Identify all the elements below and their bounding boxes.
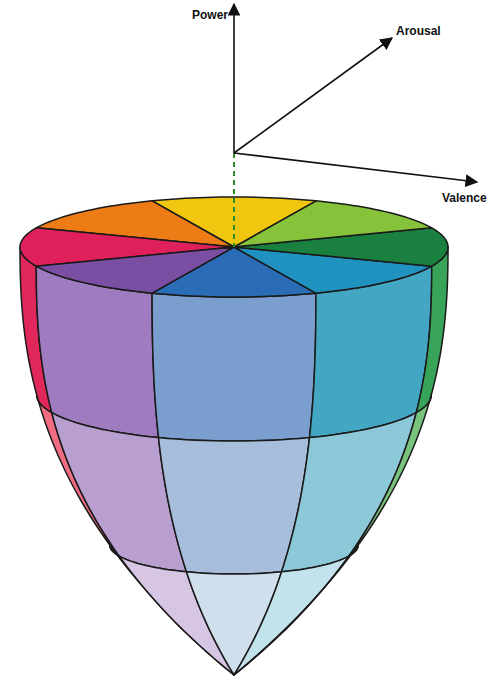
axis-label: Arousal: [396, 24, 441, 38]
cone: [20, 197, 448, 675]
cone-side-face: [282, 413, 417, 572]
axis-label: Valence: [442, 191, 487, 205]
cone-side-face: [152, 293, 316, 441]
dashed-axis: [233, 153, 235, 247]
valence-axis: [234, 153, 477, 182]
cone-side-face: [234, 545, 358, 675]
power-axis: [233, 4, 235, 153]
arousal-axis: [234, 38, 392, 153]
cone-side-face: [349, 395, 431, 556]
axis-label: Power: [192, 8, 228, 22]
cone-top-sector: [36, 247, 234, 293]
cone-side-face: [234, 556, 349, 675]
